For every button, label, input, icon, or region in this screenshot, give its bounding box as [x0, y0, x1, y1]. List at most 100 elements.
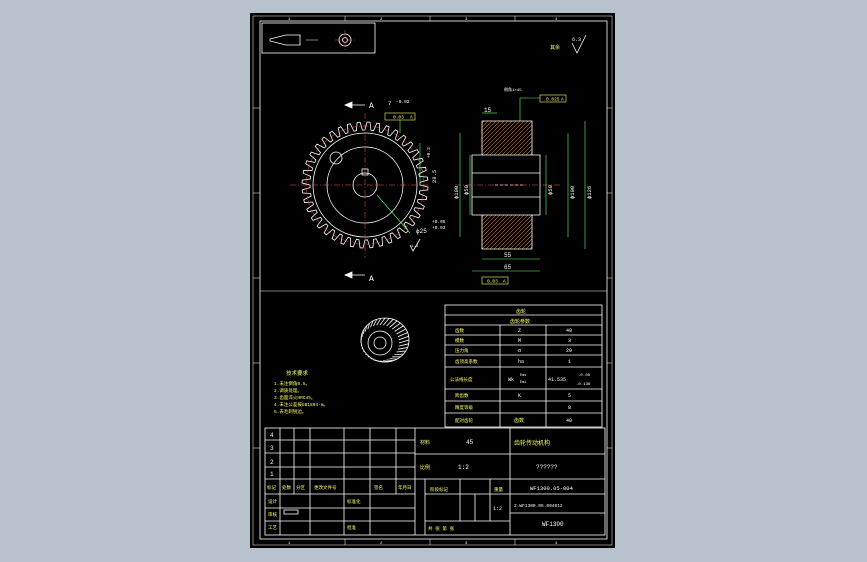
iso-tooth: [398, 343, 409, 347]
hatch-line: [558, 215, 592, 249]
drawing-sheet: 1 2 3 4 1 2 3 4 其余 6.3 A A 7: [250, 13, 615, 548]
tech-req-title: 技术要求: [286, 369, 309, 377]
iso-tooth: [396, 328, 406, 335]
dia-126: ϕ126: [586, 186, 593, 199]
hatch-line: [482, 121, 513, 152]
roughness-rest-icon: [571, 34, 587, 54]
iso-tooth: [382, 318, 390, 326]
hatch-line: [513, 136, 532, 155]
gear-section-view: [442, 120, 592, 250]
iso-tooth: [365, 325, 367, 332]
perp-tol: 0.03: [487, 279, 498, 285]
std-label: 标准化: [347, 498, 361, 505]
hatch-line: [505, 128, 532, 155]
hatch-line: [513, 230, 532, 249]
tech-req-item: 1.未注倒角0.5。: [274, 380, 310, 387]
iso-tooth: [363, 328, 365, 335]
hatch-line: [550, 121, 584, 155]
iso-tooth: [367, 322, 370, 330]
hatch-line: [485, 121, 521, 155]
bore-dia: ϕ25: [416, 228, 427, 235]
hatch-line: [493, 121, 529, 155]
runout-datum: A: [561, 97, 564, 103]
scale-value: 1:2: [458, 464, 469, 471]
table-row-value: 20: [566, 348, 572, 354]
table-row-value: 40: [566, 328, 572, 334]
roughness-bore-value: 1.6: [411, 245, 419, 249]
hatch-line: [482, 215, 505, 238]
header-label: 签名: [374, 484, 383, 491]
keyway-depth-tol: +0.2: [426, 147, 432, 158]
table-row-value: 8: [568, 405, 571, 411]
zone-top-4: 4: [555, 18, 558, 22]
keyway-sym-datum: A: [410, 115, 413, 121]
header-label: 更改文件号: [314, 484, 337, 491]
table-row-label: 模数: [455, 337, 464, 344]
inner-frame: [259, 20, 608, 540]
hatch-line: [542, 215, 576, 249]
projection-symbol: [261, 22, 376, 54]
iso-tooth: [379, 360, 386, 363]
keyway-tol: -0.02: [396, 99, 410, 105]
header-label: 分区: [296, 484, 305, 491]
section-label-top: A: [369, 102, 374, 111]
perp-frame: [481, 276, 509, 285]
bore-leader: [376, 194, 411, 234]
bore-tol-lower: +0.03: [432, 225, 446, 231]
iso-tooth: [394, 325, 404, 332]
keyway-width: 7: [388, 100, 391, 107]
hatch-line: [482, 121, 485, 124]
hatch-line: [482, 121, 509, 148]
weight-label: 重量: [494, 486, 503, 493]
hatch-line: [442, 215, 476, 249]
dia-50-left: ϕ50: [463, 185, 470, 195]
dim-55: 55: [504, 252, 512, 259]
hatch-line: [501, 124, 532, 155]
hatch-line: [482, 121, 505, 144]
roughness-rest-value: 6.3: [572, 37, 581, 43]
zone-bottom-3: 3: [465, 542, 468, 546]
drawing-no-full: 2.WF1300.05.004012: [514, 503, 563, 509]
iso-tooth: [383, 360, 390, 363]
rev-number: 2: [270, 459, 274, 466]
table-row-value: 40: [566, 418, 572, 424]
perp-datum: A: [503, 279, 506, 285]
hatch-line: [554, 121, 588, 155]
table-row-label: 压力角: [455, 347, 469, 354]
tech-req-list: 1.未注倒角0.5。 2.调质处理。 3.齿面淬火HRC45。 4.未注公差按G…: [274, 380, 328, 415]
hatch-line: [485, 215, 521, 249]
zone-top-1: 1: [288, 18, 291, 22]
keyway-depth: 28.5: [431, 170, 438, 183]
approve-label: 批准: [347, 524, 356, 531]
zone-ticks: [253, 16, 612, 545]
roughness-bore-icon: [409, 238, 421, 252]
hatch-line: [550, 215, 584, 249]
zone-bottom-1: 1: [288, 542, 291, 546]
table-row-label: 精度等级: [455, 404, 473, 411]
zone-bottom-2: 2: [380, 542, 383, 546]
table-row-label: 配对齿轮: [455, 417, 473, 424]
tech-req-item: 3.齿面淬火HRC45。: [274, 394, 315, 401]
iso-tooth: [376, 360, 381, 363]
hatch-line: [509, 226, 532, 249]
gear-table-rows: 齿数 Z 40 模数 M 3 压力角 α 20 齿顶高系数 ha 1 公法线长度…: [450, 327, 591, 424]
hatch-line: [517, 140, 532, 155]
section-arrow-bottom: [343, 271, 365, 279]
stage-label: 阶段标记: [430, 486, 448, 493]
hatch-line: [482, 215, 509, 242]
hatch-line: [517, 234, 532, 249]
hatch-line: [446, 121, 480, 155]
table-row-value: 5: [568, 393, 571, 399]
table-row-value: 1: [568, 359, 571, 365]
iso-tooth: [379, 317, 386, 326]
iso-tooth: [365, 353, 367, 355]
hatch-line: [509, 132, 532, 155]
hatch-line: [482, 215, 501, 234]
table-row-symbol: M: [518, 338, 521, 344]
hatch-line: [558, 121, 592, 155]
hatch-line: [501, 218, 532, 249]
sheet-value: 1:2: [493, 506, 502, 512]
hatch-line: [489, 215, 525, 249]
drawing-canvas: 1 2 3 4 1 2 3 4 其余 6.3 A A 7: [252, 15, 613, 546]
hatch-line: [482, 121, 517, 155]
